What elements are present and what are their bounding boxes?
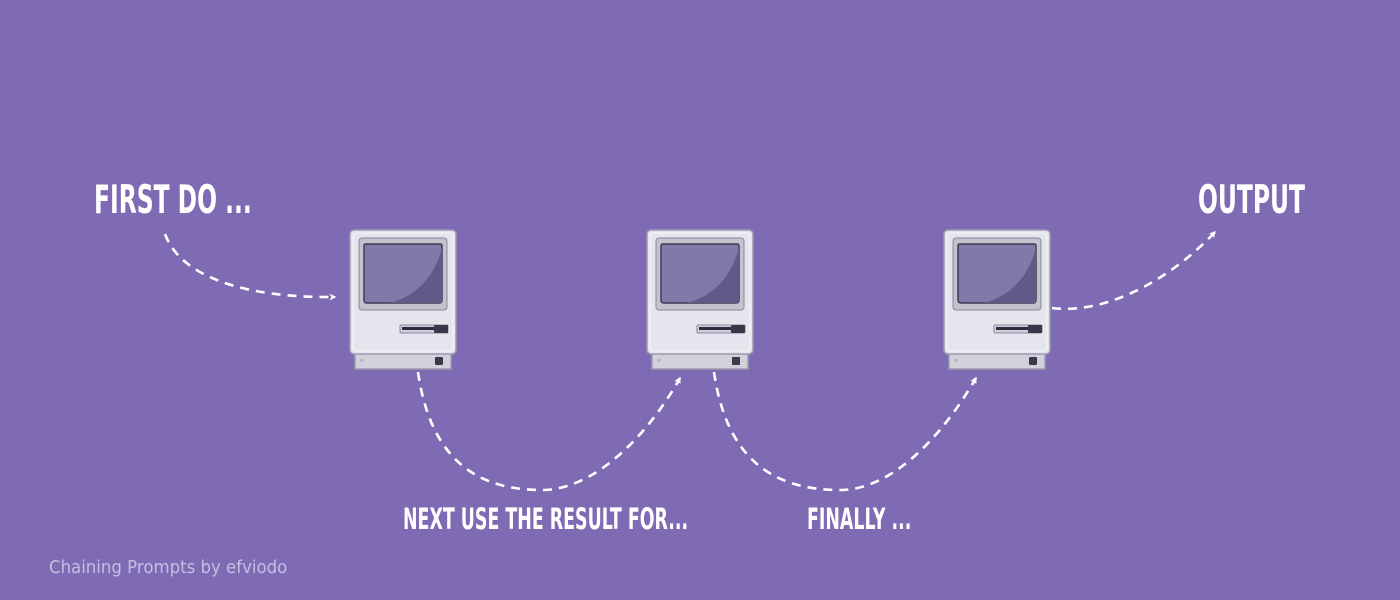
arrow-first-to-computer1 — [163, 233, 337, 301]
computer-icon-1 — [349, 229, 457, 370]
label-first-do: FIRST DO ... — [94, 178, 252, 223]
computer-icon-3 — [943, 229, 1051, 370]
label-output: OUTPUT — [1198, 178, 1305, 223]
arrow-computer1-to-computer2 — [416, 371, 682, 492]
label-finally: FINALLY ... — [807, 502, 912, 536]
arrow-computer2-to-computer3 — [712, 371, 978, 492]
computer-icon-2 — [646, 229, 754, 370]
label-next-use-result: NEXT USE THE RESULT FOR... — [403, 502, 689, 536]
credit-text: Chaining Prompts by efviodo — [49, 557, 288, 578]
arrow-computer3-to-output — [1051, 230, 1216, 311]
